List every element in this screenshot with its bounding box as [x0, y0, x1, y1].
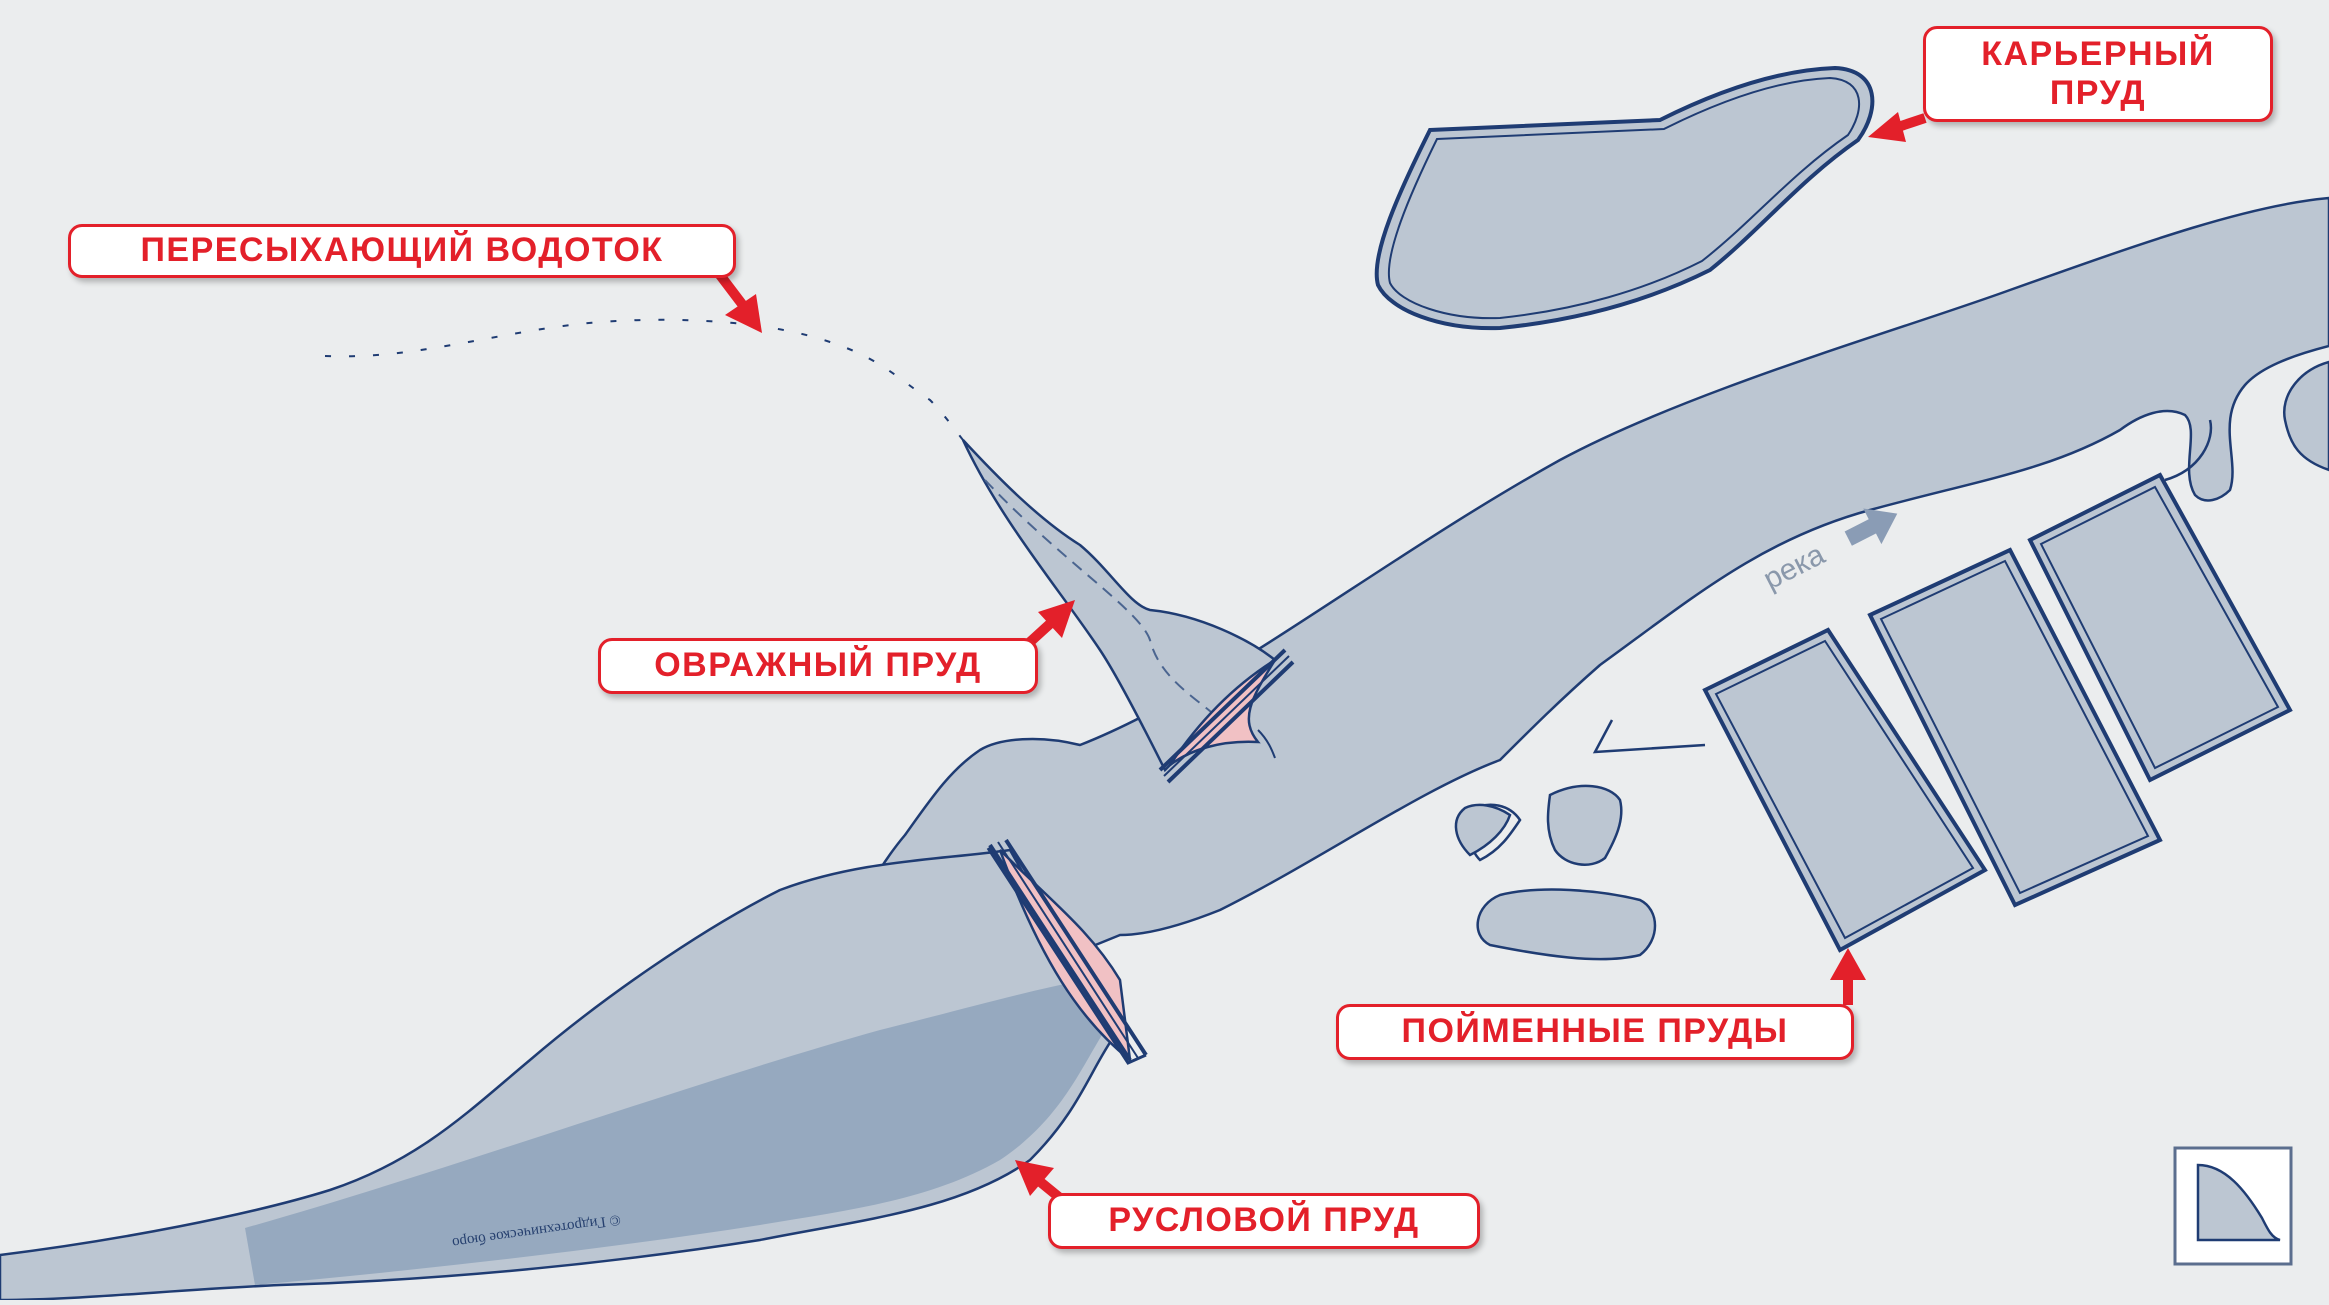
ravine-outflow — [1257, 729, 1276, 759]
floodplain-pond-3 — [2027, 472, 2293, 783]
label-dry-stream: ПЕРЕСЫХАЮЩИЙ ВОДОТОК — [68, 224, 736, 278]
channel-pond-deep-zone — [245, 980, 1105, 1285]
channel-pond-dam — [986, 838, 1148, 1065]
floodplain-pond-2 — [1867, 547, 2163, 908]
island-4 — [1454, 803, 1512, 857]
quarry-pond — [1374, 65, 1875, 331]
label-dry-stream-text: ПЕРЕСЫХАЮЩИЙ ВОДОТОК — [140, 231, 664, 270]
pointer-arrow-floodplain-ponds — [1830, 948, 1866, 1005]
label-channel-pond-text: РУСЛОВОЙ ПРУД — [1108, 1201, 1420, 1240]
label-channel-pond: РУСЛОВОЙ ПРУД — [1048, 1193, 1480, 1249]
label-quarry-pond-line2: ПРУД — [2049, 74, 2147, 112]
label-quarry-pond-line1: КАРЬЕРНЫЙ — [1981, 34, 2215, 73]
pointer-arrow-channel-pond — [1015, 1160, 1064, 1202]
label-ravine-pond-text: ОВРАЖНЫЙ ПРУД — [654, 646, 982, 685]
river-backwater — [2282, 360, 2329, 472]
pointer-arrow-dry-stream — [716, 271, 762, 333]
ravine-pond-dam — [1158, 648, 1295, 784]
river-channel — [719, 196, 2329, 1072]
island-2 — [1546, 784, 1623, 866]
island-3 — [1476, 888, 1657, 961]
label-floodplain-ponds: ПОЙМЕННЫЕ ПРУДЫ — [1336, 1004, 1854, 1060]
floodplain-inlet-channel — [1592, 719, 1706, 754]
label-floodplain-ponds-text: ПОЙМЕННЫЕ ПРУДЫ — [1401, 1012, 1789, 1051]
flow-direction-arrow — [1844, 508, 1898, 546]
ravine-pond-thalweg — [984, 479, 1221, 721]
floodplain-pond-1 — [1702, 627, 1988, 953]
pointer-arrow-quarry-pond — [1868, 112, 1927, 142]
hydro-bureau-logo — [2173, 1146, 2293, 1266]
ravine-pond — [961, 439, 1277, 773]
dry-stream-line — [324, 318, 964, 441]
pointer-arrow-ravine-pond — [1026, 600, 1075, 646]
label-ravine-pond: ОВРАЖНЫЙ ПРУД — [598, 638, 1038, 694]
label-quarry-pond: КАРЬЕРНЫЙ ПРУД — [1923, 26, 2273, 122]
